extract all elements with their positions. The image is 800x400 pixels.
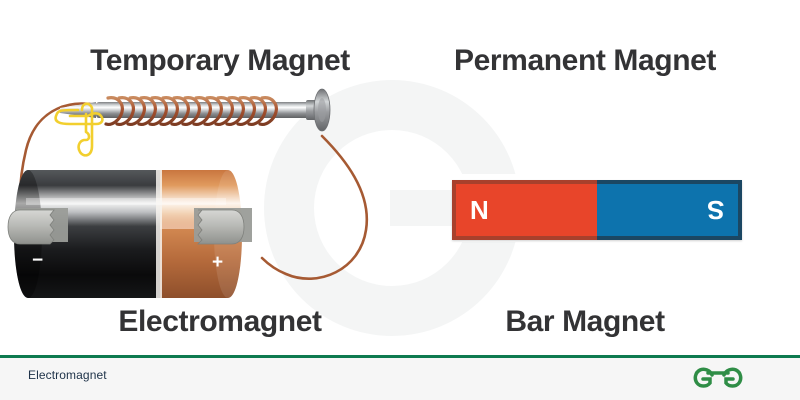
- heading-temporary-magnet: Temporary Magnet: [90, 44, 350, 77]
- electromagnet-diagram: − +: [7, 88, 369, 298]
- heading-permanent-magnet: Permanent Magnet: [454, 44, 716, 77]
- battery-positive-label: +: [212, 252, 223, 273]
- battery-positive-clip: [194, 208, 252, 245]
- north-pole-letter: N: [470, 195, 489, 225]
- battery-negative-clip: [7, 208, 68, 245]
- bar-magnet-south-pole: S: [597, 180, 742, 240]
- copper-wire-coil: [104, 96, 278, 126]
- battery-negative-label: −: [32, 250, 43, 271]
- south-pole-letter: S: [706, 195, 724, 225]
- bar-magnet-north-pole: N: [452, 180, 597, 240]
- footer-bar: Electromagnet: [0, 355, 800, 400]
- footer-caption: Electromagnet: [28, 368, 107, 382]
- label-bar-magnet: Bar Magnet: [505, 305, 665, 338]
- paperclips: [54, 102, 104, 157]
- bar-magnet-diagram: N S: [452, 180, 742, 240]
- battery: − +: [7, 170, 252, 298]
- geeksforgeeks-logo-icon: [693, 367, 743, 388]
